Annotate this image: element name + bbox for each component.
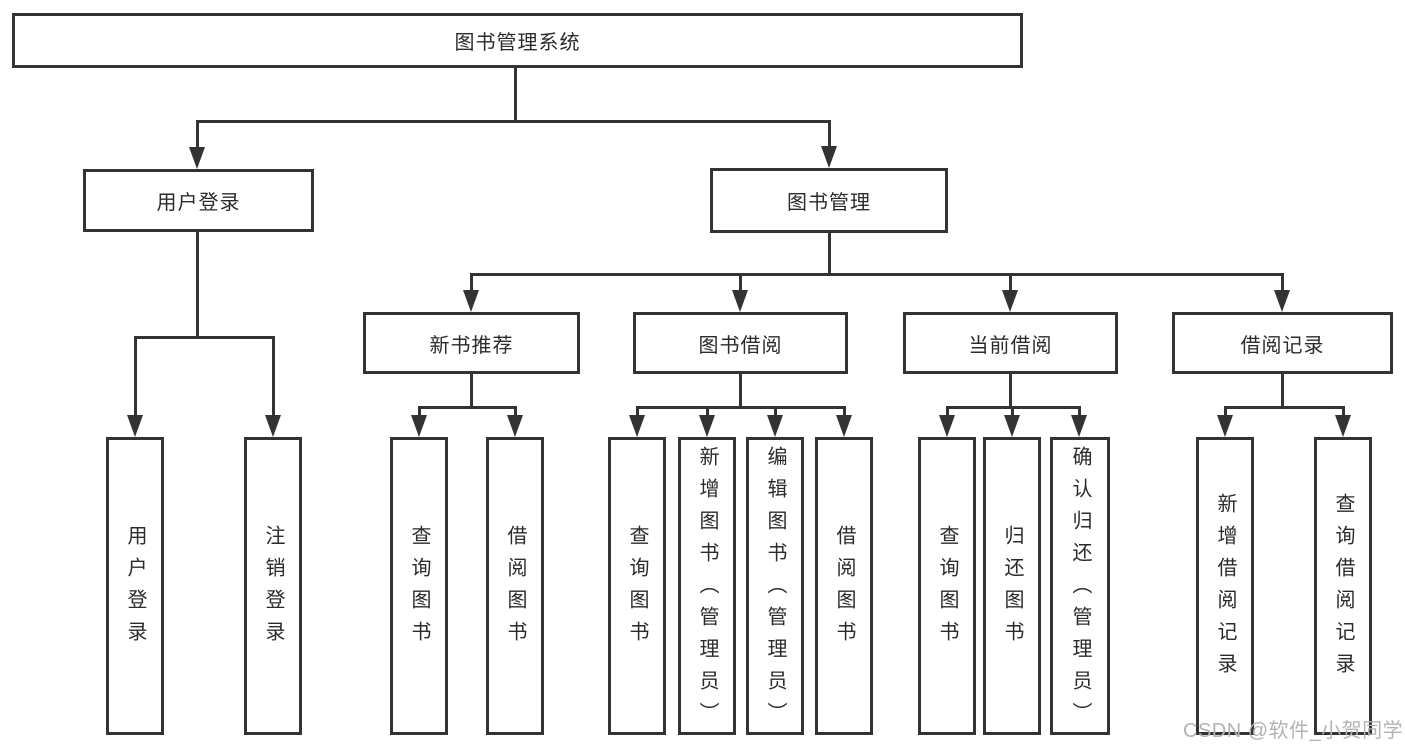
connector-line <box>514 68 517 120</box>
leaf-confirm-return-admin: 确认归还（管理员） <box>1050 437 1110 735</box>
leaf-edit-book-admin-label: 编辑图书（管理员） <box>764 446 786 734</box>
connector-line <box>1224 406 1227 418</box>
connector-line <box>739 273 742 293</box>
arrowhead <box>1004 415 1020 437</box>
connector-line <box>828 233 831 273</box>
arrowhead <box>1071 415 1087 437</box>
leaf-add-borrow-record: 新增借阅记录 <box>1196 437 1254 735</box>
leaf-query-borrow-record: 查询借阅记录 <box>1314 437 1372 735</box>
arrowhead <box>699 415 715 437</box>
node-book-management-label: 图书管理 <box>787 192 871 214</box>
connector-line <box>470 374 473 406</box>
connector-line <box>1281 374 1284 406</box>
leaf-borrow-books-1: 借阅图书 <box>486 437 544 735</box>
connector-line <box>418 406 421 418</box>
arrowhead <box>821 146 837 168</box>
node-new-book-recommend-label: 新书推荐 <box>429 334 514 357</box>
connector-line <box>1078 406 1081 418</box>
connector-line <box>196 232 199 336</box>
arrowhead <box>1002 290 1018 312</box>
leaf-query-books-1: 查询图书 <box>390 437 448 735</box>
connector-line <box>706 406 709 418</box>
leaf-add-borrow-record-label: 新增借阅记录 <box>1214 493 1236 685</box>
connector-line <box>470 273 1283 276</box>
node-root: 图书管理系统 <box>12 13 1023 68</box>
node-current-borrow: 当前借阅 <box>903 312 1118 374</box>
connector-line <box>828 120 831 149</box>
leaf-query-books-3: 查询图书 <box>918 437 976 735</box>
leaf-return-book: 归还图书 <box>983 437 1041 735</box>
node-root-label: 图书管理系统 <box>454 32 581 54</box>
connector-line <box>418 406 517 409</box>
leaf-add-book-admin: 新增图书（管理员） <box>678 437 736 735</box>
connector-line <box>1342 406 1345 418</box>
leaf-logout: 注销登录 <box>244 437 302 735</box>
leaf-query-borrow-record-label: 查询借阅记录 <box>1332 493 1354 685</box>
connector-line <box>514 406 517 418</box>
connector-line <box>843 406 846 418</box>
connector-line <box>1224 406 1345 409</box>
arrowhead <box>629 415 645 437</box>
watermark: CSDN @软件_小贺同学 <box>1183 720 1404 742</box>
leaf-user-login-label: 用户登录 <box>124 525 146 653</box>
leaf-borrow-books-2: 借阅图书 <box>815 437 873 735</box>
arrowhead <box>1217 415 1233 437</box>
arrowhead <box>507 415 523 437</box>
connector-line <box>272 336 275 418</box>
connector-line <box>946 406 949 418</box>
arrowhead <box>411 415 427 437</box>
node-borrow-records: 借阅记录 <box>1172 312 1393 374</box>
leaf-query-books-2-label: 查询图书 <box>626 525 648 653</box>
connector-line <box>636 406 846 409</box>
connector-line <box>196 120 831 123</box>
connector-line <box>134 336 275 339</box>
arrowhead <box>1335 415 1351 437</box>
node-borrow-records-label: 借阅记录 <box>1240 334 1325 357</box>
arrowhead <box>732 290 748 312</box>
arrowhead <box>1274 290 1290 312</box>
node-book-management: 图书管理 <box>710 168 948 233</box>
connector-line <box>1009 273 1012 293</box>
leaf-borrow-books-2-label: 借阅图书 <box>833 525 855 653</box>
connector-line <box>636 406 639 418</box>
connector-line <box>196 120 199 150</box>
node-current-borrow-label: 当前借阅 <box>968 334 1053 357</box>
leaf-edit-book-admin: 编辑图书（管理员） <box>746 437 804 735</box>
arrowhead <box>127 415 143 437</box>
node-book-borrow-label: 图书借阅 <box>698 334 783 357</box>
leaf-logout-label: 注销登录 <box>262 525 284 653</box>
leaf-query-books-3-label: 查询图书 <box>936 525 958 653</box>
node-user-login-label: 用户登录 <box>156 192 241 214</box>
leaf-query-books-1-label: 查询图书 <box>408 525 430 653</box>
leaf-borrow-books-1-label: 借阅图书 <box>504 525 526 653</box>
node-book-borrow: 图书借阅 <box>633 312 848 374</box>
connector-line <box>1009 374 1012 406</box>
leaf-return-book-label: 归还图书 <box>1001 525 1023 653</box>
arrowhead <box>265 415 281 437</box>
leaf-confirm-return-admin-label: 确认归还（管理员） <box>1069 446 1091 734</box>
arrowhead <box>836 415 852 437</box>
leaf-user-login: 用户登录 <box>106 437 164 735</box>
connector-line <box>739 374 742 406</box>
node-new-book-recommend: 新书推荐 <box>363 312 580 374</box>
arrowhead <box>939 415 955 437</box>
connector-line <box>470 273 473 293</box>
connector-line <box>1281 273 1284 293</box>
leaf-query-books-2: 查询图书 <box>608 437 666 735</box>
leaf-add-book-admin-label: 新增图书（管理员） <box>696 446 718 734</box>
connector-line <box>134 336 137 418</box>
connector-line <box>774 406 777 418</box>
arrowhead <box>767 415 783 437</box>
node-user-login: 用户登录 <box>83 169 314 232</box>
connector-line <box>1011 406 1014 418</box>
arrowhead <box>189 147 205 169</box>
arrowhead <box>463 290 479 312</box>
